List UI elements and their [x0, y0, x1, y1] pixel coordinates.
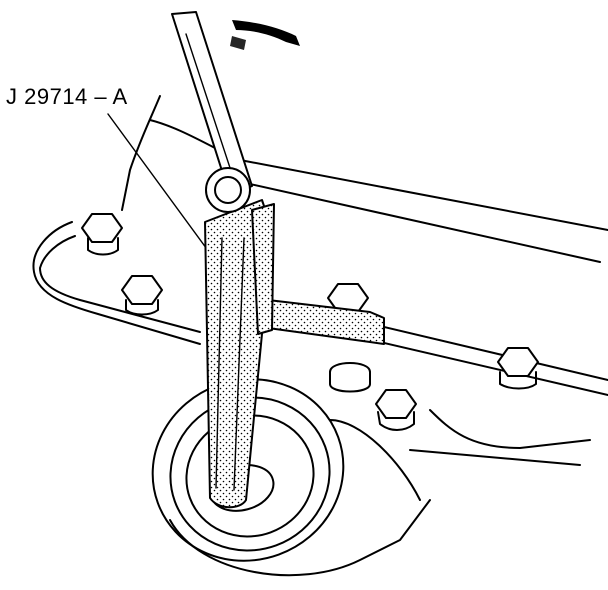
- bolt: [375, 389, 417, 431]
- bolt: [329, 362, 371, 393]
- bolt: [81, 213, 123, 256]
- bolt: [121, 275, 163, 316]
- pulley: [151, 378, 431, 577]
- bracket-bar: [267, 299, 385, 345]
- bolt: [497, 347, 539, 390]
- housing: [32, 95, 608, 466]
- rotation-arrow: [230, 20, 300, 50]
- wrench-tool: [171, 11, 275, 509]
- callout-leader-line: [107, 113, 213, 257]
- tool-callout-label: J 29714 – A: [6, 84, 128, 109]
